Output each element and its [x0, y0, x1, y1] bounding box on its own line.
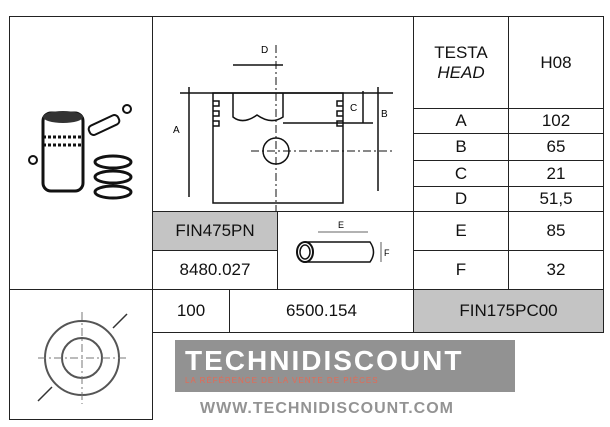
testa-head-header: TESTA HEAD — [413, 16, 509, 109]
watermark-url: WWW.TECHNIDISCOUNT.COM — [200, 400, 454, 417]
dim-d-value: 51,5 — [508, 186, 604, 212]
head-label: HEAD — [437, 62, 485, 82]
pin-label-e: E — [338, 220, 344, 230]
pin-drawing-cell: E F — [277, 211, 414, 290]
dim-c-label: C — [413, 160, 509, 187]
dim-label-c: C — [350, 103, 357, 114]
piston-number: 8480.027 — [152, 250, 278, 290]
piston-reference: FIN475PN — [152, 211, 278, 251]
dim-b-label: B — [413, 133, 509, 161]
dim-a-label: A — [413, 108, 509, 134]
testa-label: TESTA — [434, 42, 488, 62]
ring-diagram-cell — [9, 289, 153, 420]
ring-reference: FIN175PC00 — [413, 289, 604, 333]
piston-pin-drawing: E F — [296, 220, 390, 263]
dim-b-value: 65 — [508, 133, 604, 161]
piston-kit-image-cell — [9, 16, 153, 290]
dim-f-value: 32 — [508, 250, 604, 290]
head-code: H08 — [508, 16, 604, 109]
piston-kit-illustration — [28, 104, 133, 200]
dim-e-value: 85 — [508, 211, 604, 251]
piston-dimension-drawing: D A B C — [173, 45, 393, 213]
pin-label-f: F — [384, 248, 390, 258]
dim-label-b: B — [381, 109, 388, 120]
dim-label-d: D — [261, 45, 268, 56]
dim-c-value: 21 — [508, 160, 604, 187]
dim-f-label: F — [413, 250, 509, 290]
dim-d-label: D — [413, 186, 509, 212]
ring-number: 6500.154 — [229, 289, 414, 333]
piston-drawing-cell: D A B C — [152, 16, 414, 213]
dim-e-label: E — [413, 211, 509, 251]
quantity: 100 — [152, 289, 230, 333]
ring-cross-section-drawing — [37, 312, 128, 404]
dim-label-a: A — [173, 125, 180, 136]
dim-a-value: 102 — [508, 108, 604, 134]
